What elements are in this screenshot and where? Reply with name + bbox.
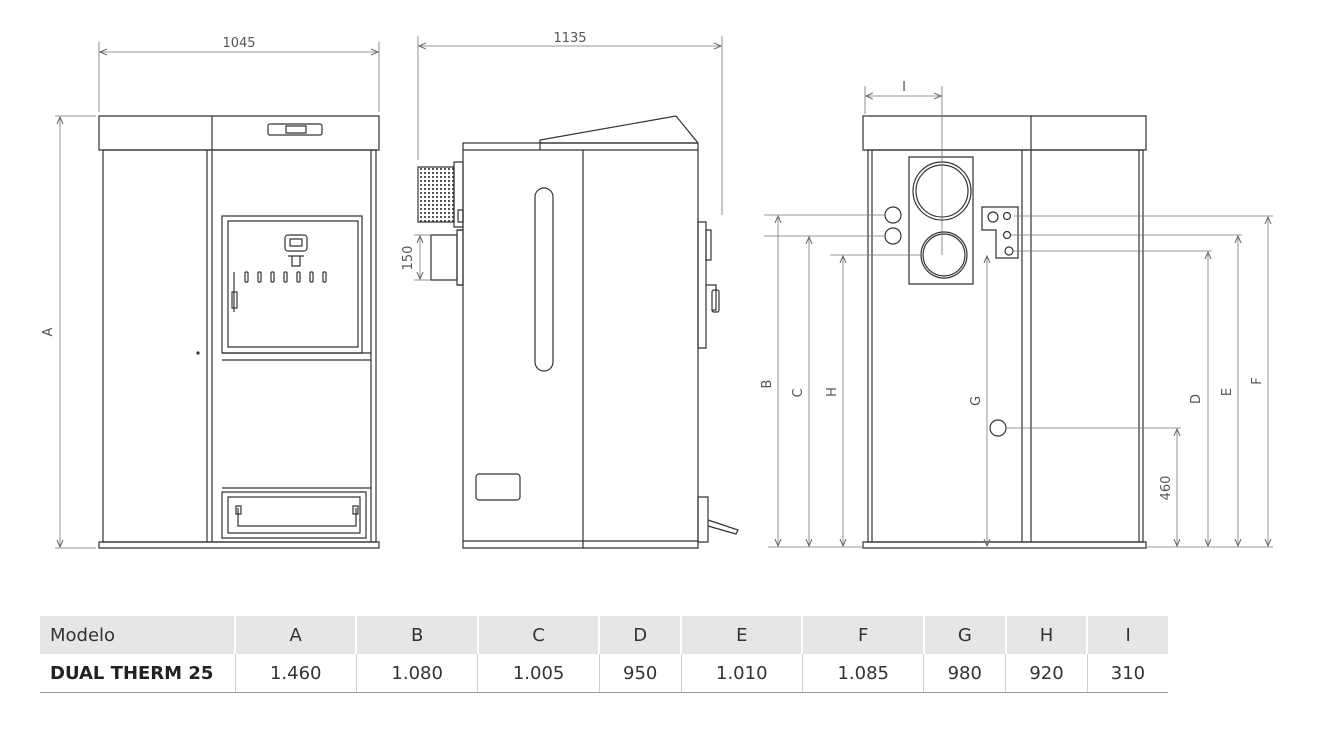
dim-label-f: F (1250, 377, 1265, 384)
dim-label-b: B (760, 380, 775, 389)
table-cell: 980 (923, 654, 1007, 693)
rear-view (863, 116, 1146, 548)
dim-label-460: 460 (1159, 476, 1174, 501)
side-dimensions (414, 36, 722, 280)
table-cell: 1.460 (235, 654, 357, 693)
table-header-cell: A (235, 616, 358, 654)
table-cell: 950 (599, 654, 682, 693)
dim-label-150: 150 (401, 246, 416, 271)
dim-label-i: I (902, 80, 906, 95)
table-cell: 920 (1005, 654, 1088, 693)
technical-drawing: 1045 A (41, 31, 1317, 600)
table-header-cell: C (477, 616, 601, 654)
dim-label-1135: 1135 (553, 31, 586, 46)
side-view (418, 116, 738, 548)
table-cell-model: DUAL THERM 25 (40, 654, 236, 693)
front-view (99, 116, 379, 548)
table-header-cell: I (1087, 616, 1168, 654)
front-dimensions (55, 42, 379, 548)
table-row: DUAL THERM 25 1.460 1.080 1.005 950 1.01… (40, 654, 1168, 693)
rear-dimensions (764, 86, 1273, 547)
table-cell: 310 (1087, 654, 1168, 693)
table-header-cell: F (802, 616, 925, 654)
dim-label-d: D (1189, 394, 1204, 404)
table-header-cell: Modelo (40, 616, 236, 654)
table-cell: 1.005 (477, 654, 600, 693)
table-header-cell: H (1005, 616, 1089, 654)
table-header-cell: B (356, 616, 479, 654)
dim-label-e: E (1220, 388, 1235, 396)
table-cell: 1.085 (802, 654, 925, 693)
table-header-cell: G (923, 616, 1007, 654)
table-cell: 1.010 (681, 654, 803, 693)
table-header-cell: E (681, 616, 804, 654)
table-header-cell: D (599, 616, 683, 654)
dim-label-1045: 1045 (222, 36, 255, 51)
dim-label-a: A (41, 327, 56, 336)
table-cell: 1.080 (356, 654, 479, 693)
dim-label-c: C (791, 388, 806, 397)
dim-label-g: G (969, 396, 984, 406)
dim-label-h: H (825, 387, 840, 397)
table-header-row: Modelo A B C D E F G H I (40, 616, 1168, 654)
dimensions-table: Modelo A B C D E F G H I DUAL THERM 25 1… (40, 616, 1168, 693)
